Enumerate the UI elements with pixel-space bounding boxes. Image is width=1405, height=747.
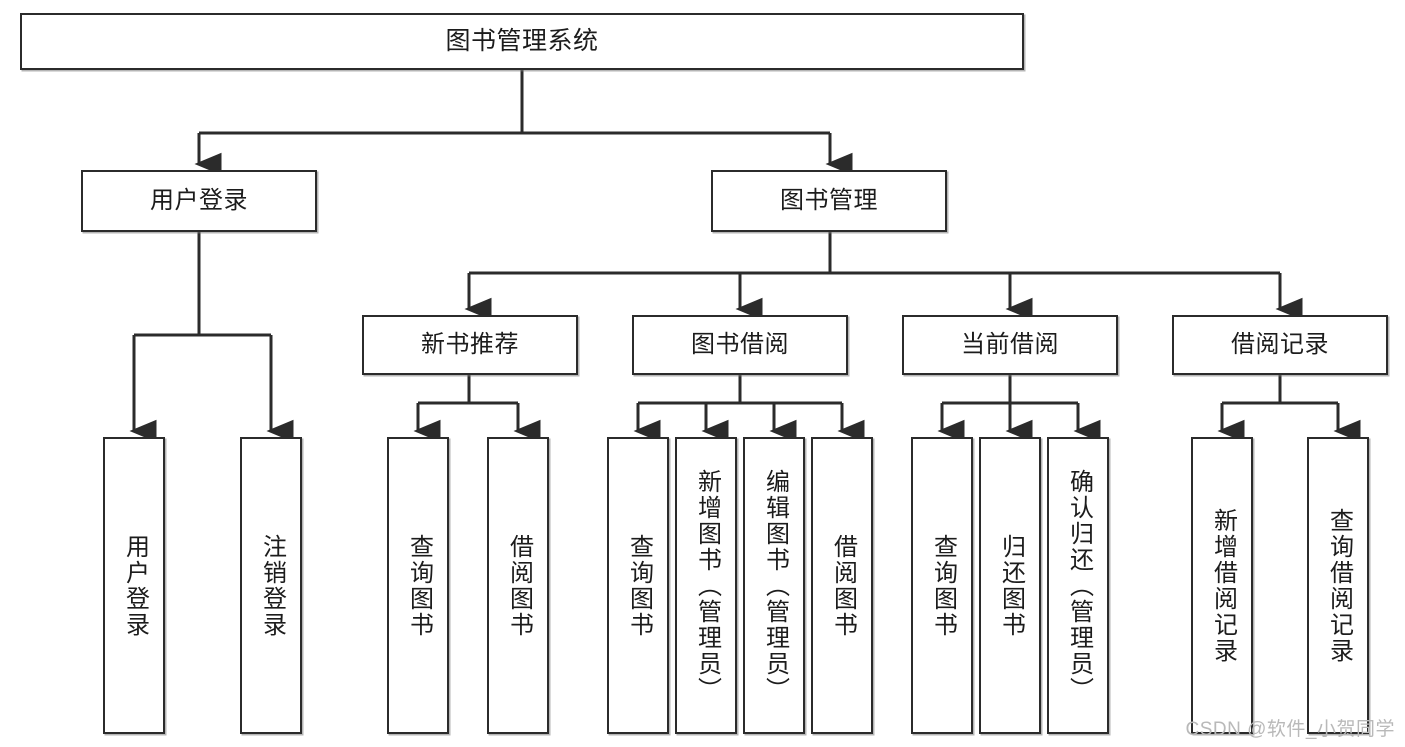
node-label: 图书管理 <box>780 186 878 214</box>
node-label: 新增借阅记录 <box>1209 507 1237 664</box>
node-label: 查询图书 <box>625 533 653 638</box>
node-borrow-record[interactable]: 借阅记录 <box>1172 315 1388 375</box>
node-user-login[interactable]: 用户登录 <box>81 170 317 232</box>
leaf-borrow-record-query-record[interactable]: 查询借阅记录 <box>1307 437 1369 734</box>
node-label: 编辑图书（管理员） <box>761 468 789 703</box>
leaf-current-borrow-confirm-return-admin[interactable]: 确认归还（管理员） <box>1047 437 1109 734</box>
node-label: 确认归还（管理员） <box>1065 468 1093 703</box>
leaf-book-borrow-borrow-book[interactable]: 借阅图书 <box>811 437 873 734</box>
node-book-borrow[interactable]: 图书借阅 <box>632 315 848 375</box>
node-label: 查询图书 <box>405 533 433 638</box>
node-label: 归还图书 <box>997 533 1025 638</box>
node-label: 新增图书（管理员） <box>693 468 721 703</box>
leaf-user-login-signout[interactable]: 注销登录 <box>240 437 302 734</box>
leaf-new-book-borrow-book[interactable]: 借阅图书 <box>487 437 549 734</box>
node-label: 借阅记录 <box>1231 330 1329 358</box>
node-label: 用户登录 <box>121 533 149 638</box>
node-label: 查询图书 <box>929 533 957 638</box>
node-new-book-recommend[interactable]: 新书推荐 <box>362 315 578 375</box>
node-book-management[interactable]: 图书管理 <box>711 170 947 232</box>
node-label: 新书推荐 <box>421 330 519 358</box>
leaf-new-book-query-book[interactable]: 查询图书 <box>387 437 449 734</box>
csdn-watermark: CSDN @软件_小贺同学 <box>1185 719 1395 740</box>
node-current-borrow[interactable]: 当前借阅 <box>902 315 1118 375</box>
leaf-current-borrow-query-book[interactable]: 查询图书 <box>911 437 973 734</box>
leaf-book-borrow-query-book[interactable]: 查询图书 <box>607 437 669 734</box>
node-label: 借阅图书 <box>505 533 533 638</box>
leaf-current-borrow-return-book[interactable]: 归还图书 <box>979 437 1041 734</box>
node-root-book-management-system[interactable]: 图书管理系统 <box>20 13 1024 70</box>
node-label: 当前借阅 <box>961 330 1059 358</box>
leaf-book-borrow-edit-book-admin[interactable]: 编辑图书（管理员） <box>743 437 805 734</box>
node-label: 借阅图书 <box>829 533 857 638</box>
node-label: 图书借阅 <box>691 330 789 358</box>
leaf-book-borrow-add-book-admin[interactable]: 新增图书（管理员） <box>675 437 737 734</box>
node-label: 图书管理系统 <box>445 26 599 55</box>
node-label: 用户登录 <box>150 186 248 214</box>
node-label: 查询借阅记录 <box>1325 507 1353 664</box>
leaf-user-login-signin[interactable]: 用户登录 <box>103 437 165 734</box>
leaf-borrow-record-add-record[interactable]: 新增借阅记录 <box>1191 437 1253 734</box>
node-label: 注销登录 <box>258 533 286 638</box>
